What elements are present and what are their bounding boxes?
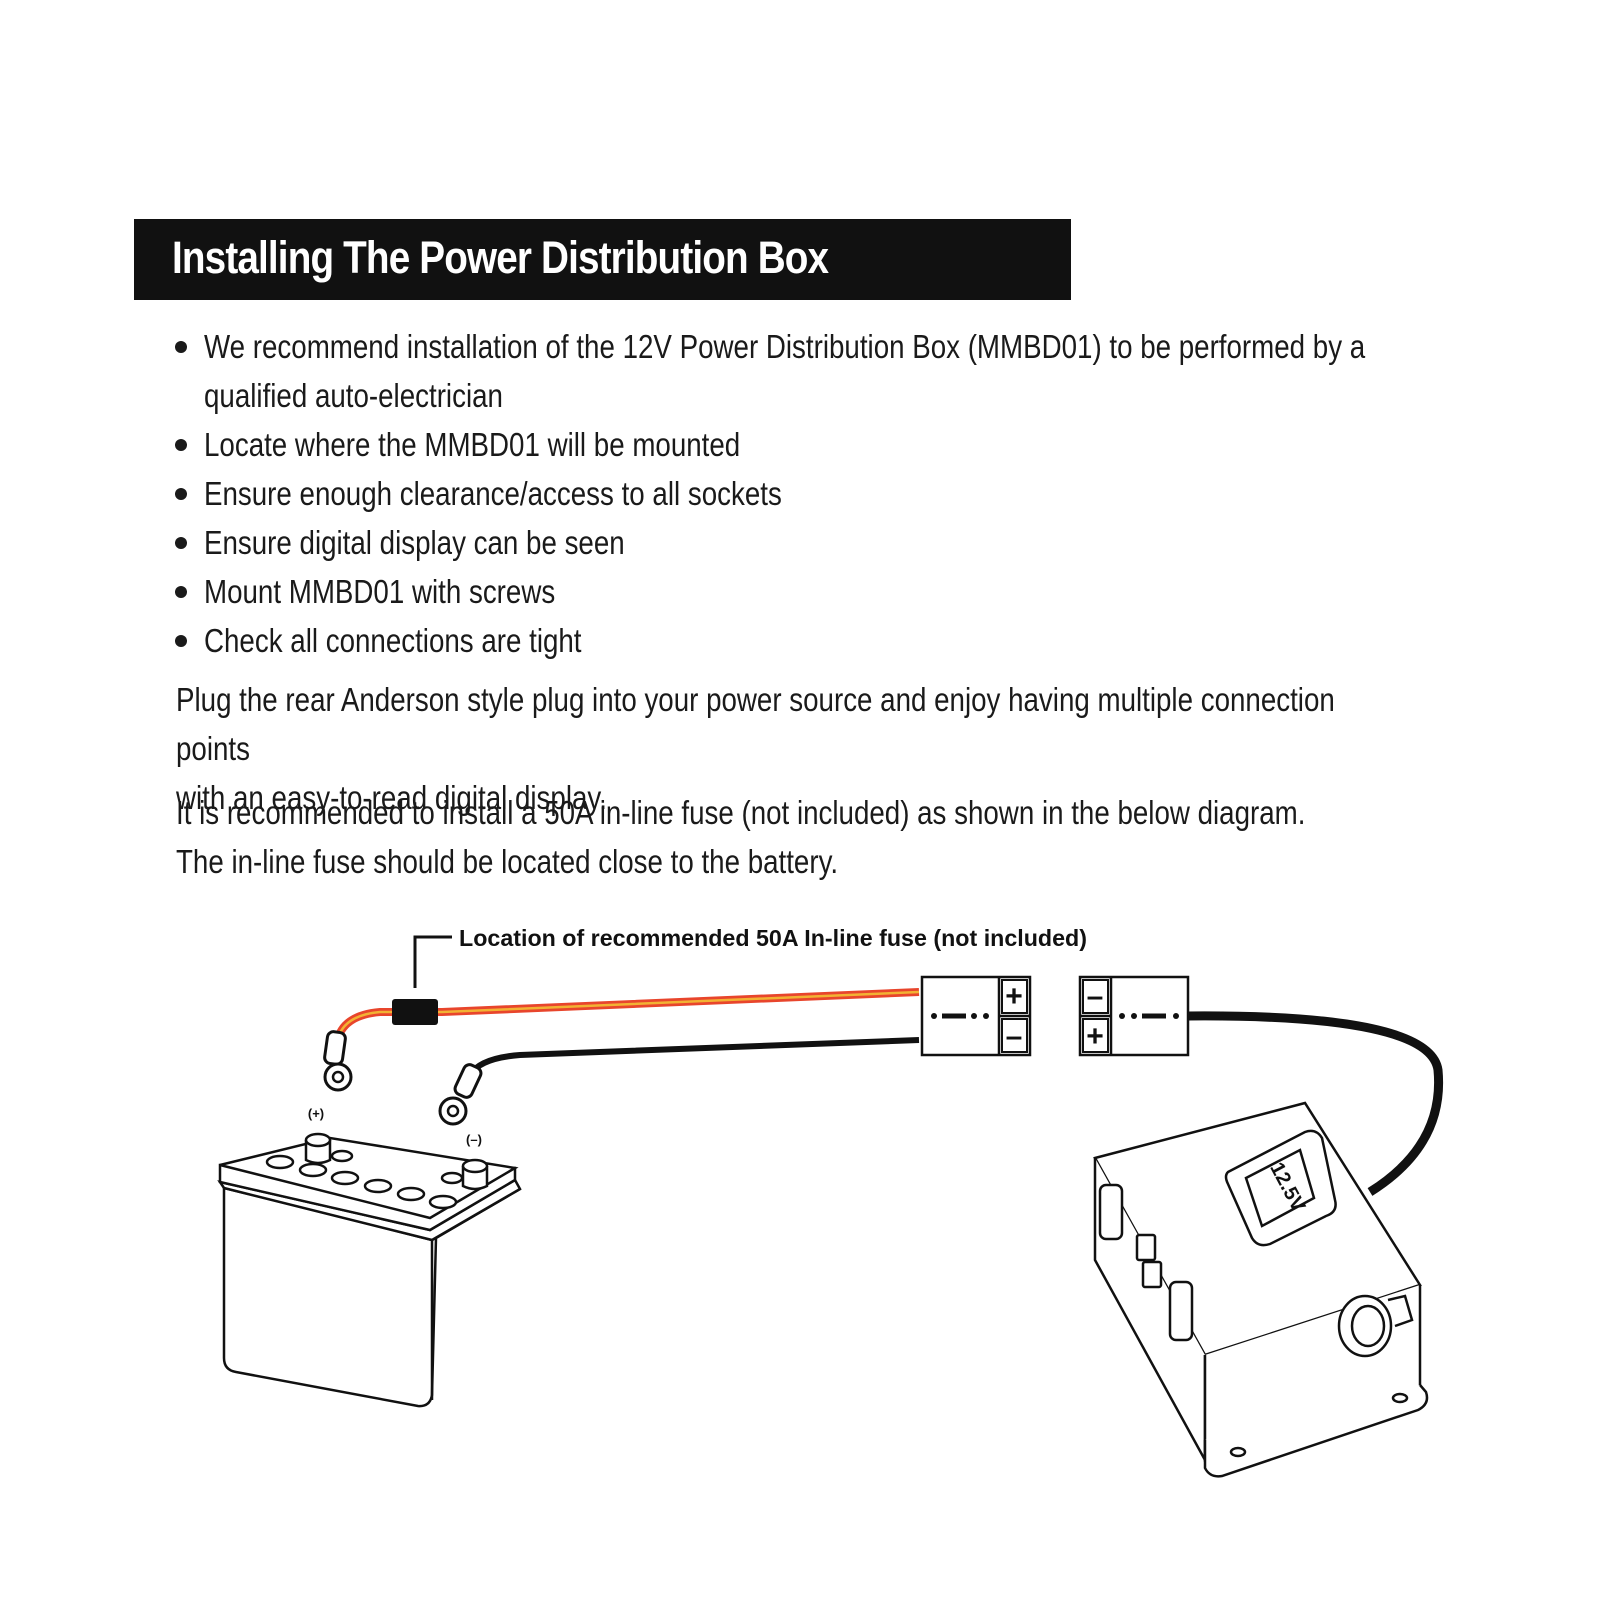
battery-negative-label: (–) (466, 1132, 482, 1147)
list-item: Ensure digital display can be seen (172, 518, 1502, 567)
list-item-text: Ensure enough clearance/access to all so… (204, 475, 782, 512)
fuse-callout: Location of recommended 50A In-line fuse… (413, 925, 1087, 988)
page-title: Installing The Power Distribution Box (172, 232, 829, 283)
list-item: Ensure enough clearance/access to all so… (172, 469, 1502, 518)
inline-fuse (392, 999, 438, 1025)
title-bar: Installing The Power Distribution Box (134, 219, 1071, 300)
list-item: Check all connections are tight (172, 616, 1502, 665)
anderson-plug-right: – + (1078, 975, 1190, 1057)
positive-ring-terminal (323, 1030, 353, 1092)
list-item-text: We recommend installation of the 12V Pow… (204, 328, 1366, 414)
paragraph-line: with an easy-to-read digital display. (176, 779, 607, 816)
battery (217, 1132, 522, 1408)
box-power-cable (1187, 1011, 1444, 1196)
instruction-list: We recommend installation of the 12V Pow… (172, 322, 1502, 665)
negative-wire (467, 1037, 920, 1077)
plug-right-negative-mark: – (1087, 980, 1104, 1013)
battery-positive-label: (+) (308, 1106, 324, 1121)
negative-ring-terminal (438, 1063, 483, 1126)
paragraph-line: It is recommended to install a 50A in-li… (176, 794, 1306, 831)
anderson-paragraph: Plug the rear Anderson style plug into y… (176, 675, 1344, 822)
anderson-plug-left: + – (920, 975, 1032, 1057)
list-item-text: Mount MMBD01 with screws (204, 573, 556, 610)
plug-left-negative-mark: – (1006, 1020, 1023, 1053)
plug-left-positive-mark: + (1005, 980, 1023, 1013)
list-item-text: Ensure digital display can be seen (204, 524, 625, 561)
list-item: Locate where the MMBD01 will be mounted (172, 420, 1502, 469)
plug-right-positive-mark: + (1086, 1020, 1104, 1053)
fuse-callout-label: Location of recommended 50A In-line fuse… (459, 925, 1087, 951)
list-item-text: Check all connections are tight (204, 622, 582, 659)
paragraph-line: Plug the rear Anderson style plug into y… (176, 681, 1335, 767)
list-item-text: Locate where the MMBD01 will be mounted (204, 426, 741, 463)
list-item: We recommend installation of the 12V Pow… (172, 322, 1502, 420)
list-item: Mount MMBD01 with screws (172, 567, 1502, 616)
distribution-box (1093, 1101, 1429, 1478)
fuse-paragraph: It is recommended to install a 50A in-li… (176, 788, 1344, 886)
paragraph-line: The in-line fuse should be located close… (176, 843, 839, 880)
